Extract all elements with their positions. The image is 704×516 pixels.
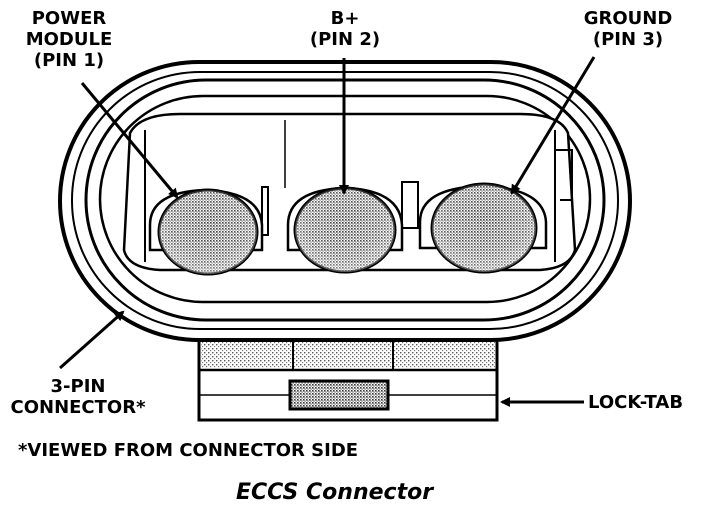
pin-3-socket	[418, 182, 548, 274]
figure-caption: ECCS Connector	[236, 480, 434, 505]
b-plus-line-2: (PIN 2)	[309, 29, 381, 50]
footnote: *VIEWED FROM CONNECTOR SIDE	[18, 440, 359, 461]
connector-line-1: 3-PIN	[50, 376, 106, 397]
power-module-line-2: MODULE	[25, 29, 113, 50]
power-module-label: POWER MODULE (PIN 1)	[8, 8, 130, 71]
b-plus-line-1: B+	[330, 8, 360, 29]
lock-tab-label: LOCK-TAB	[588, 392, 684, 413]
power-module-line-1: POWER	[31, 8, 107, 29]
power-module-arrow	[80, 82, 179, 199]
connector-arrow	[59, 310, 125, 370]
ground-line-1: GROUND	[583, 8, 673, 29]
three-pin-connector-label: 3-PIN CONNECTOR*	[0, 376, 156, 418]
ground-arrow	[510, 56, 596, 195]
pin-1-socket	[148, 188, 264, 276]
ground-line-2: (PIN 3)	[592, 29, 664, 50]
ground-label: GROUND (PIN 3)	[566, 8, 690, 50]
b-plus-label: B+ (PIN 2)	[290, 8, 400, 50]
connector-line-2: CONNECTOR*	[10, 397, 146, 418]
power-module-line-3: (PIN 1)	[33, 50, 105, 71]
pin-2-socket	[286, 186, 404, 274]
